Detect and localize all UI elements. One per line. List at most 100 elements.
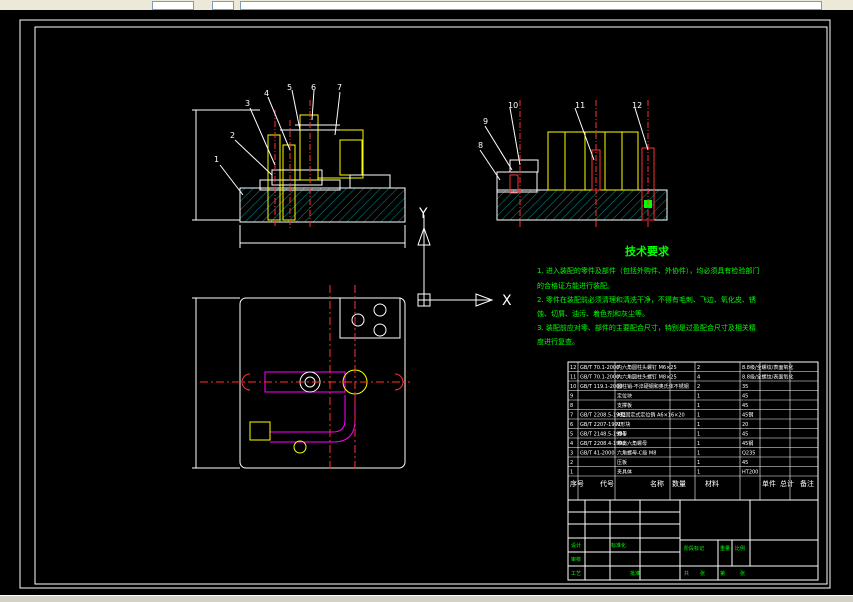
bom-cell: 35 (742, 384, 748, 390)
svg-text:张: 张 (700, 570, 705, 577)
bom-cell: 夹具体 (617, 469, 632, 476)
bom-cell: 压板 (617, 459, 627, 466)
bom-cell: Q235 (742, 451, 755, 457)
bom-cell: 4 (697, 375, 700, 381)
svg-text:批准: 批准 (630, 570, 640, 577)
balloon-10: 10 (508, 101, 518, 110)
bom-header-cell: 序号 (570, 479, 584, 488)
balloon-labels-front: 1 2 3 4 5 6 7 (214, 83, 342, 164)
bom-cell: HT200 (742, 470, 758, 476)
svg-text:蚀、切屑、油污、着色剂和灰尘等。: 蚀、切屑、油污、着色剂和灰尘等。 (537, 309, 649, 318)
outer-frame (19, 19, 831, 589)
bom-cell: 45 (742, 394, 748, 400)
bom-cell: V形块 (617, 421, 630, 428)
svg-text:重量: 重量 (720, 545, 730, 552)
bom-cell: 8.8级/全螺纹/表面氧化 (742, 374, 793, 381)
bom-cell: GB/T 41-2000 (580, 451, 615, 457)
bom-cell: GB/T 2207-1991 (580, 422, 621, 428)
svg-text:度进行复查。: 度进行复查。 (537, 337, 579, 346)
ucs-icon (417, 215, 494, 307)
bom-cell: 1 (570, 470, 573, 476)
axis-y-label: Y (418, 206, 428, 222)
bom-cell: 1 (697, 451, 700, 457)
svg-text:审核: 审核 (571, 556, 581, 563)
bom-cell: GB/T 2148.5-1991 (580, 432, 626, 438)
bom-cell: 10 (570, 384, 576, 390)
balloon-1: 1 (214, 155, 219, 164)
bom-cell: 1 (697, 460, 700, 466)
balloon-6: 6 (311, 83, 316, 92)
bom-cell: 45 (742, 403, 748, 409)
bom-cell: 1 (697, 441, 700, 447)
bom-cell: 8.8级/全螺纹/表面氧化 (742, 364, 793, 371)
svg-text:阶段标记: 阶段标记 (684, 545, 704, 552)
axis-x-label: X (502, 293, 512, 309)
svg-text:比例: 比例 (735, 545, 745, 552)
svg-text:第: 第 (720, 570, 725, 577)
bom-header-cell: 备注 (800, 479, 814, 488)
bom-cell: 内六角圆柱头螺钉 M6×25 (617, 364, 677, 371)
balloon-12: 12 (632, 101, 642, 110)
bom-cell: 11 (570, 375, 576, 381)
balloon-8: 8 (478, 141, 483, 150)
cad-drawing: 1 2 3 4 5 6 7 8 9 10 11 12 (19, 19, 831, 589)
bom-cell: 20 (742, 422, 748, 428)
svg-text:张: 张 (740, 570, 745, 577)
bom-cell: 45钢 (742, 412, 753, 419)
drawing-canvas[interactable]: 1 2 3 4 5 6 7 8 9 10 11 12 (0, 10, 853, 595)
bom-cell: 定位块 (617, 393, 632, 400)
bom-cell: GB/T 70.1-2000 (580, 375, 619, 381)
bom-cell: 六角螺母-C级 M8 (617, 450, 656, 457)
bom-cell: 45钢 (742, 440, 753, 447)
bom-cell: 圆柱销-不淬硬钢和奥氏体不锈钢 (617, 383, 689, 390)
layer-dropdown[interactable] (152, 1, 194, 10)
bom-cell: 1 (697, 403, 700, 409)
balloon-3: 3 (245, 99, 250, 108)
bom-cell: 7 (570, 413, 573, 419)
balloon-5: 5 (287, 83, 292, 92)
bom-cell: 带肩六角螺母 (617, 440, 647, 447)
bom-cell: 1 (697, 432, 700, 438)
tech-requirements-body: 1. 进入装配的零件及部件（包括外购件、外协件），均必须具有检验部门 的合格证方… (537, 266, 759, 346)
tech-requirements-title: 技术要求 (625, 244, 670, 258)
balloon-4: 4 (264, 89, 269, 98)
style-dropdown[interactable] (212, 1, 234, 10)
command-field[interactable] (240, 1, 822, 10)
bom-cell: 螺母 (617, 431, 627, 438)
bom-cell: 8 (570, 403, 573, 409)
title-block-labels: 设计 标准化 审核 工艺 批准 阶段标记 重量 比例 共 张 第 张 (571, 542, 745, 577)
bom-header-cell: 单件 (762, 479, 776, 488)
svg-text:共: 共 (684, 570, 689, 577)
balloon-11: 11 (575, 101, 585, 110)
bom-cell: 12 (570, 365, 576, 371)
svg-text:的合格证方能进行装配。: 的合格证方能进行装配。 (537, 281, 614, 290)
svg-text:2. 零件在装配前必须清理和清洗干净，不得有毛刺、飞边、氧化: 2. 零件在装配前必须清理和清洗干净，不得有毛刺、飞边、氧化皮、锈 (537, 295, 756, 304)
bom-header-cell: 名称 (650, 479, 664, 488)
bom-cell: 6 (570, 422, 573, 428)
bom-cell: GB/T 2208.4-1991 (580, 441, 626, 447)
balloon-7: 7 (337, 83, 342, 92)
bom-cell: 9 (570, 394, 573, 400)
bom-cell: 45 (742, 432, 748, 438)
bom-cell: 1 (697, 422, 700, 428)
bom-cell: GB/T 119.1-2000 (580, 384, 622, 390)
top-view (192, 285, 410, 470)
balloon-2: 2 (230, 131, 235, 140)
bom-cell: A型固定式定位销 A6×16×20 (617, 412, 685, 419)
svg-text:标准化: 标准化 (611, 542, 626, 549)
front-view (192, 89, 406, 248)
bom-header-cell: 材料 (705, 479, 719, 488)
title-block (567, 499, 819, 581)
bom-header-cell: 总计 (780, 479, 794, 488)
status-bar (0, 595, 853, 602)
bom-cell: GB/T 70.1-2000 (580, 365, 619, 371)
svg-text:工艺: 工艺 (571, 571, 581, 577)
bom-cell: 4 (570, 441, 573, 447)
side-view (479, 100, 668, 228)
bom-cell: 45 (742, 460, 748, 466)
bom-cell: 5 (570, 432, 573, 438)
bom-cell: 1 (697, 413, 700, 419)
svg-text:1. 进入装配的零件及部件（包括外购件、外协件），均必须具有: 1. 进入装配的零件及部件（包括外购件、外协件），均必须具有检验部门 (537, 266, 759, 275)
bom-cell: 2 (570, 460, 573, 466)
